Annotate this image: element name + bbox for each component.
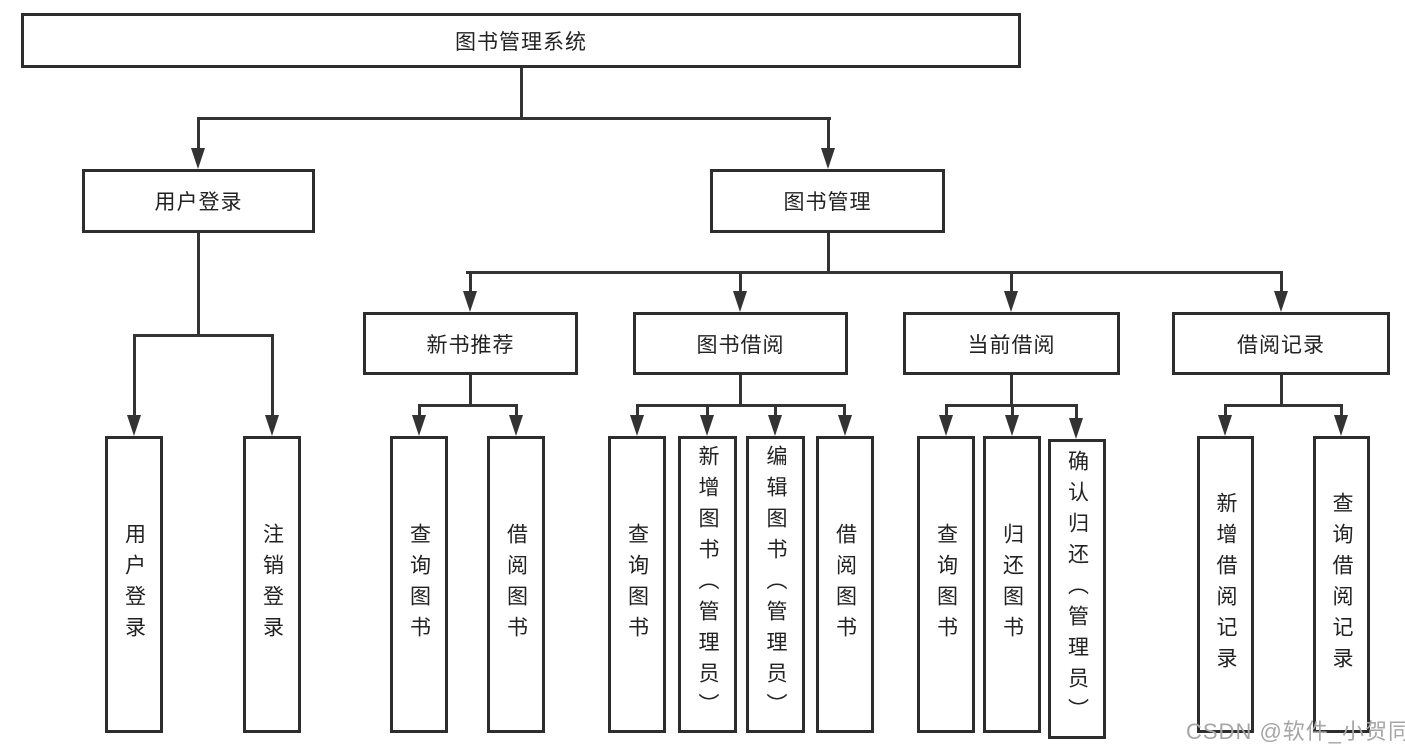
connector: [1010, 271, 1013, 293]
connector: [1075, 404, 1078, 421]
arrowhead-down: [733, 291, 747, 312]
csdn-watermark: CSDN @软件_小贺同学: [1186, 719, 1405, 744]
leaf-return-book-label: 归还图书: [1000, 522, 1024, 647]
leaf-return-book: 归还图书: [983, 436, 1041, 733]
leaf-query-books-current: 查询图书: [917, 436, 975, 733]
connector: [1224, 404, 1343, 407]
leaf-logout: 注销登录: [243, 436, 301, 733]
connector: [469, 271, 472, 293]
arrowhead-down: [1334, 415, 1348, 436]
connector: [774, 404, 777, 418]
leaf-add-book-admin-label: 新增图书（管理员）: [696, 445, 719, 724]
leaf-edit-book-admin-label: 编辑图书（管理员）: [764, 445, 787, 724]
connector: [197, 233, 200, 335]
connector: [418, 404, 518, 407]
connector: [271, 334, 274, 418]
leaf-query-books-current-label: 查询图书: [934, 522, 958, 647]
arrowhead-down: [838, 415, 852, 436]
connector: [1224, 404, 1227, 418]
connector: [945, 404, 948, 418]
connector: [515, 404, 518, 418]
node-root: 图书管理系统: [21, 13, 1021, 68]
connector: [636, 404, 639, 418]
connector: [197, 117, 831, 120]
leaf-borrow-books-recommend-label: 借阅图书: [504, 522, 528, 647]
arrowhead-down: [463, 291, 477, 312]
node-user-login: 用户登录: [82, 169, 315, 233]
leaf-borrow-books-borrow: 借阅图书: [816, 436, 874, 733]
node-root-label: 图书管理系统: [455, 30, 587, 54]
node-borrow-records-label: 借阅记录: [1237, 333, 1325, 357]
arrowhead-down: [1069, 418, 1083, 439]
leaf-user-login: 用户登录: [105, 436, 163, 733]
leaf-query-borrow-record-label: 查询借阅记录: [1330, 491, 1353, 678]
connector: [739, 271, 742, 293]
leaf-confirm-return-admin: 确认归还（管理员）: [1048, 439, 1106, 739]
node-book-management: 图书管理: [710, 169, 945, 233]
arrowhead-down: [191, 148, 205, 169]
arrowhead-down: [939, 415, 953, 436]
connector: [827, 117, 830, 151]
arrowhead-down: [821, 148, 835, 169]
arrowhead-down: [630, 415, 644, 436]
leaf-query-books-recommend-label: 查询图书: [407, 522, 431, 647]
leaf-borrow-books-borrow-label: 借阅图书: [833, 522, 857, 647]
node-current-borrow: 当前借阅: [903, 312, 1120, 375]
leaf-borrow-books-recommend: 借阅图书: [487, 436, 545, 733]
connector: [1011, 404, 1014, 418]
leaf-logout-label: 注销登录: [260, 522, 284, 647]
leaf-query-books-borrow: 查询图书: [608, 436, 666, 733]
node-user-login-label: 用户登录: [154, 191, 243, 214]
arrowhead-down: [700, 415, 714, 436]
node-book-borrow: 图书借阅: [633, 312, 848, 375]
arrowhead-down: [1004, 291, 1018, 312]
connector: [739, 375, 742, 406]
arrowhead-down: [127, 415, 141, 436]
connector: [520, 68, 523, 118]
node-book-management-label: 图书管理: [783, 191, 872, 214]
connector: [636, 404, 846, 407]
connector: [827, 233, 830, 274]
connector: [1340, 404, 1343, 418]
node-new-book-recommend-label: 新书推荐: [426, 333, 515, 357]
arrowhead-down: [265, 415, 279, 436]
leaf-user-login-label: 用户登录: [122, 522, 146, 647]
arrowhead-down: [768, 415, 782, 436]
leaf-edit-book-admin: 编辑图书（管理员）: [746, 436, 805, 733]
connector: [1280, 375, 1283, 406]
connector: [469, 375, 472, 406]
node-borrow-records: 借阅记录: [1172, 312, 1390, 375]
arrowhead-down: [509, 415, 523, 436]
connector: [133, 334, 136, 418]
connector: [197, 117, 200, 151]
arrowhead-down: [1274, 291, 1288, 312]
leaf-add-borrow-record: 新增借阅记录: [1197, 436, 1254, 733]
leaf-add-book-admin: 新增图书（管理员）: [678, 436, 737, 733]
connector: [706, 404, 709, 418]
connector: [843, 404, 846, 418]
connector: [1280, 271, 1283, 293]
connector: [1010, 375, 1013, 406]
connector: [133, 334, 274, 337]
arrowhead-down: [1005, 415, 1019, 436]
leaf-add-borrow-record-label: 新增借阅记录: [1214, 491, 1237, 678]
leaf-query-borrow-record: 查询借阅记录: [1313, 436, 1370, 733]
leaf-query-books-borrow-label: 查询图书: [625, 522, 649, 647]
connector: [466, 271, 1283, 274]
arrowhead-down: [1218, 415, 1232, 436]
node-current-borrow-label: 当前借阅: [967, 333, 1056, 357]
node-book-borrow-label: 图书借阅: [696, 333, 785, 357]
connector: [418, 404, 421, 418]
arrowhead-down: [412, 415, 426, 436]
leaf-query-books-recommend: 查询图书: [390, 436, 448, 733]
leaf-confirm-return-admin-label: 确认归还（管理员）: [1065, 449, 1089, 729]
node-new-book-recommend: 新书推荐: [363, 312, 578, 375]
